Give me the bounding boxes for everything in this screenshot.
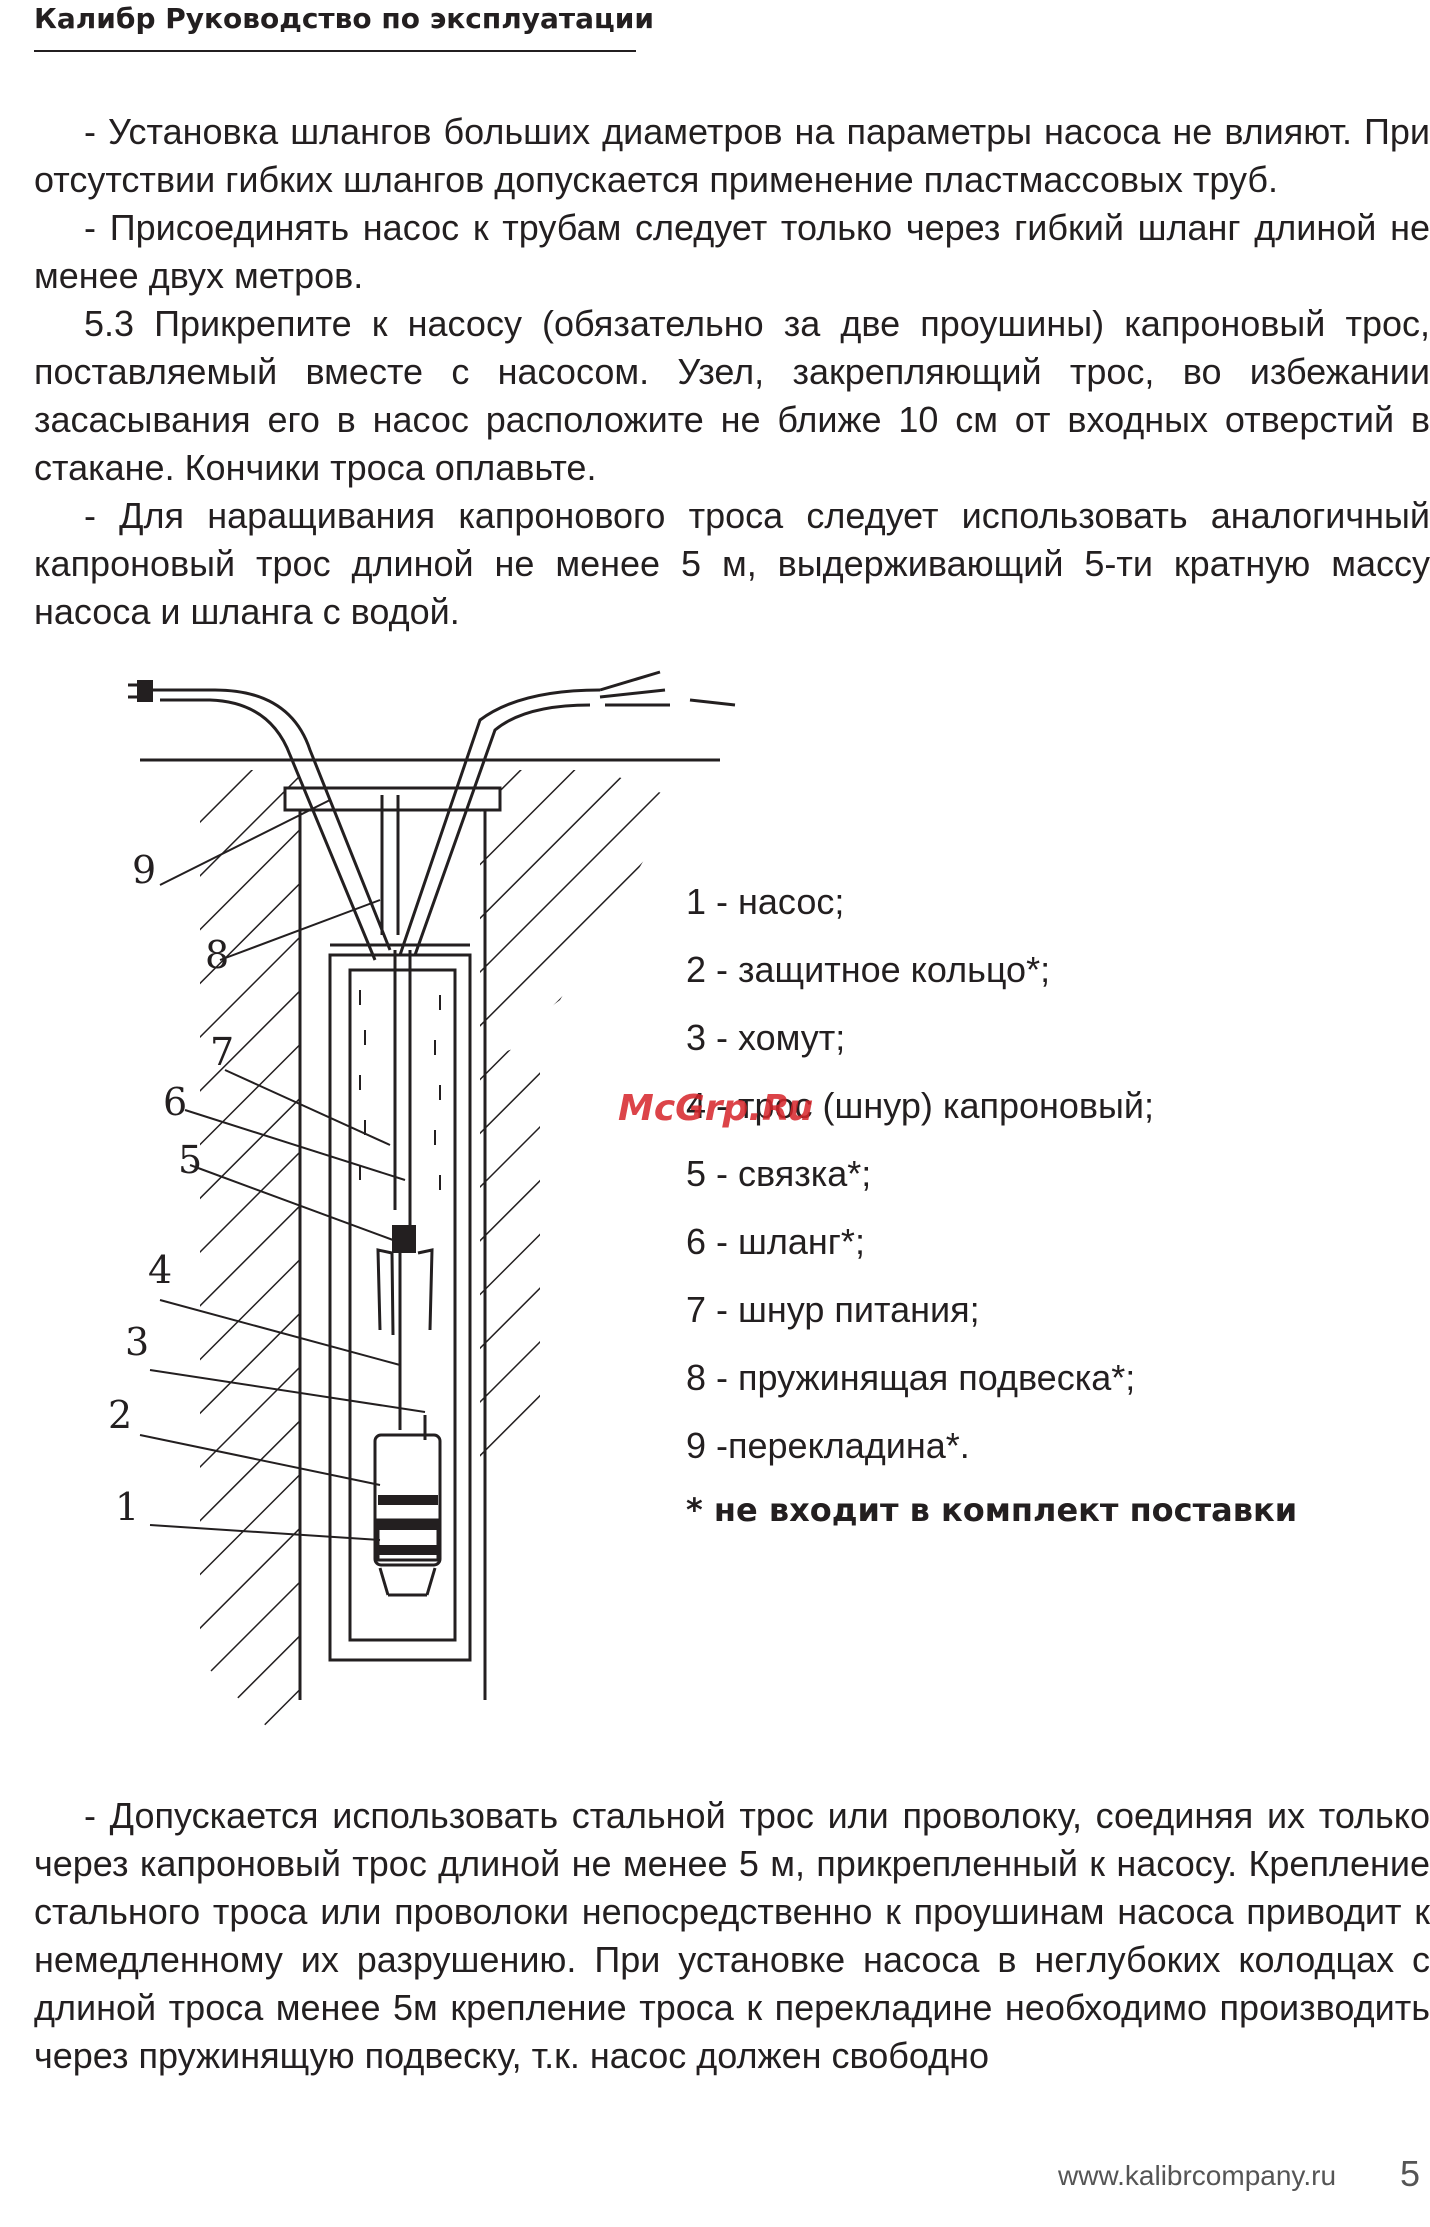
paragraph: - Для наращивания капронового троса след… xyxy=(34,495,1430,632)
well-casing xyxy=(298,810,487,1700)
legend-item: 3 - хомут; xyxy=(686,1017,846,1058)
plug-icon xyxy=(128,680,153,702)
power-cord-and-hose xyxy=(148,670,736,1430)
callout-3: 3 xyxy=(125,1320,149,1364)
paragraph: - Установка шлангов больших диаметров на… xyxy=(34,111,1430,200)
water-dashes xyxy=(359,990,441,1190)
legend-item: 8 - пружинящая подвеска*; xyxy=(686,1357,1136,1398)
well-installation-diagram: 9 8 7 6 5 4 3 2 1 xyxy=(108,670,736,1730)
watermark: McGrp.Ru xyxy=(618,1088,814,1129)
callout-2: 2 xyxy=(108,1393,132,1437)
legend-item: 2 - защитное кольцо*; xyxy=(686,949,1051,990)
callout-8: 8 xyxy=(205,933,229,977)
body-text-top: - Установка шлангов больших диаметров на… xyxy=(34,108,1430,636)
page-number: 5 xyxy=(1400,2153,1421,2194)
leader-lines xyxy=(139,799,426,1541)
legend-item: 6 - шланг*; xyxy=(686,1221,865,1262)
legend-item: 4 - трос (шнур) капроновый; xyxy=(686,1085,1155,1126)
paragraph: - Присоединять насос к трубам следует то… xyxy=(34,207,1430,296)
callout-6: 6 xyxy=(163,1080,187,1124)
footer-url: www.kalibrcompany.ru xyxy=(1058,2160,1337,2191)
callout-numbers: 9 8 7 6 5 4 3 2 1 xyxy=(108,848,234,1529)
callout-1: 1 xyxy=(115,1485,139,1529)
legend-item: 5 - связка*; xyxy=(686,1153,872,1194)
figure-legend: 1 - насос; 2 - защитное кольцо*; 3 - хом… xyxy=(686,874,1297,1534)
callout-7: 7 xyxy=(210,1030,234,1074)
body-text-bottom: - Допускается использовать стальной трос… xyxy=(34,1792,1430,2080)
legend-item: 7 - шнур питания; xyxy=(686,1289,980,1330)
page-header: Калибр Руководство по эксплуатации xyxy=(34,0,654,52)
paragraph: - Допускается использовать стальной трос… xyxy=(34,1795,1430,2076)
callout-9: 9 xyxy=(132,848,156,892)
crossbar xyxy=(283,786,502,947)
binding xyxy=(392,1225,416,1253)
legend-item: 1 - насос; xyxy=(686,881,845,922)
pump-stripes xyxy=(378,1495,438,1555)
callout-5: 5 xyxy=(178,1138,202,1182)
legend-item: 9 -перекладина*. xyxy=(686,1425,970,1466)
header-title: Калибр Руководство по эксплуатации xyxy=(34,2,655,35)
legend-note: * не входит в комплект поставки xyxy=(686,1491,1298,1529)
paragraph: 5.3 Прикрепите к насосу (обязательно за … xyxy=(34,303,1430,488)
callout-4: 4 xyxy=(148,1248,172,1292)
